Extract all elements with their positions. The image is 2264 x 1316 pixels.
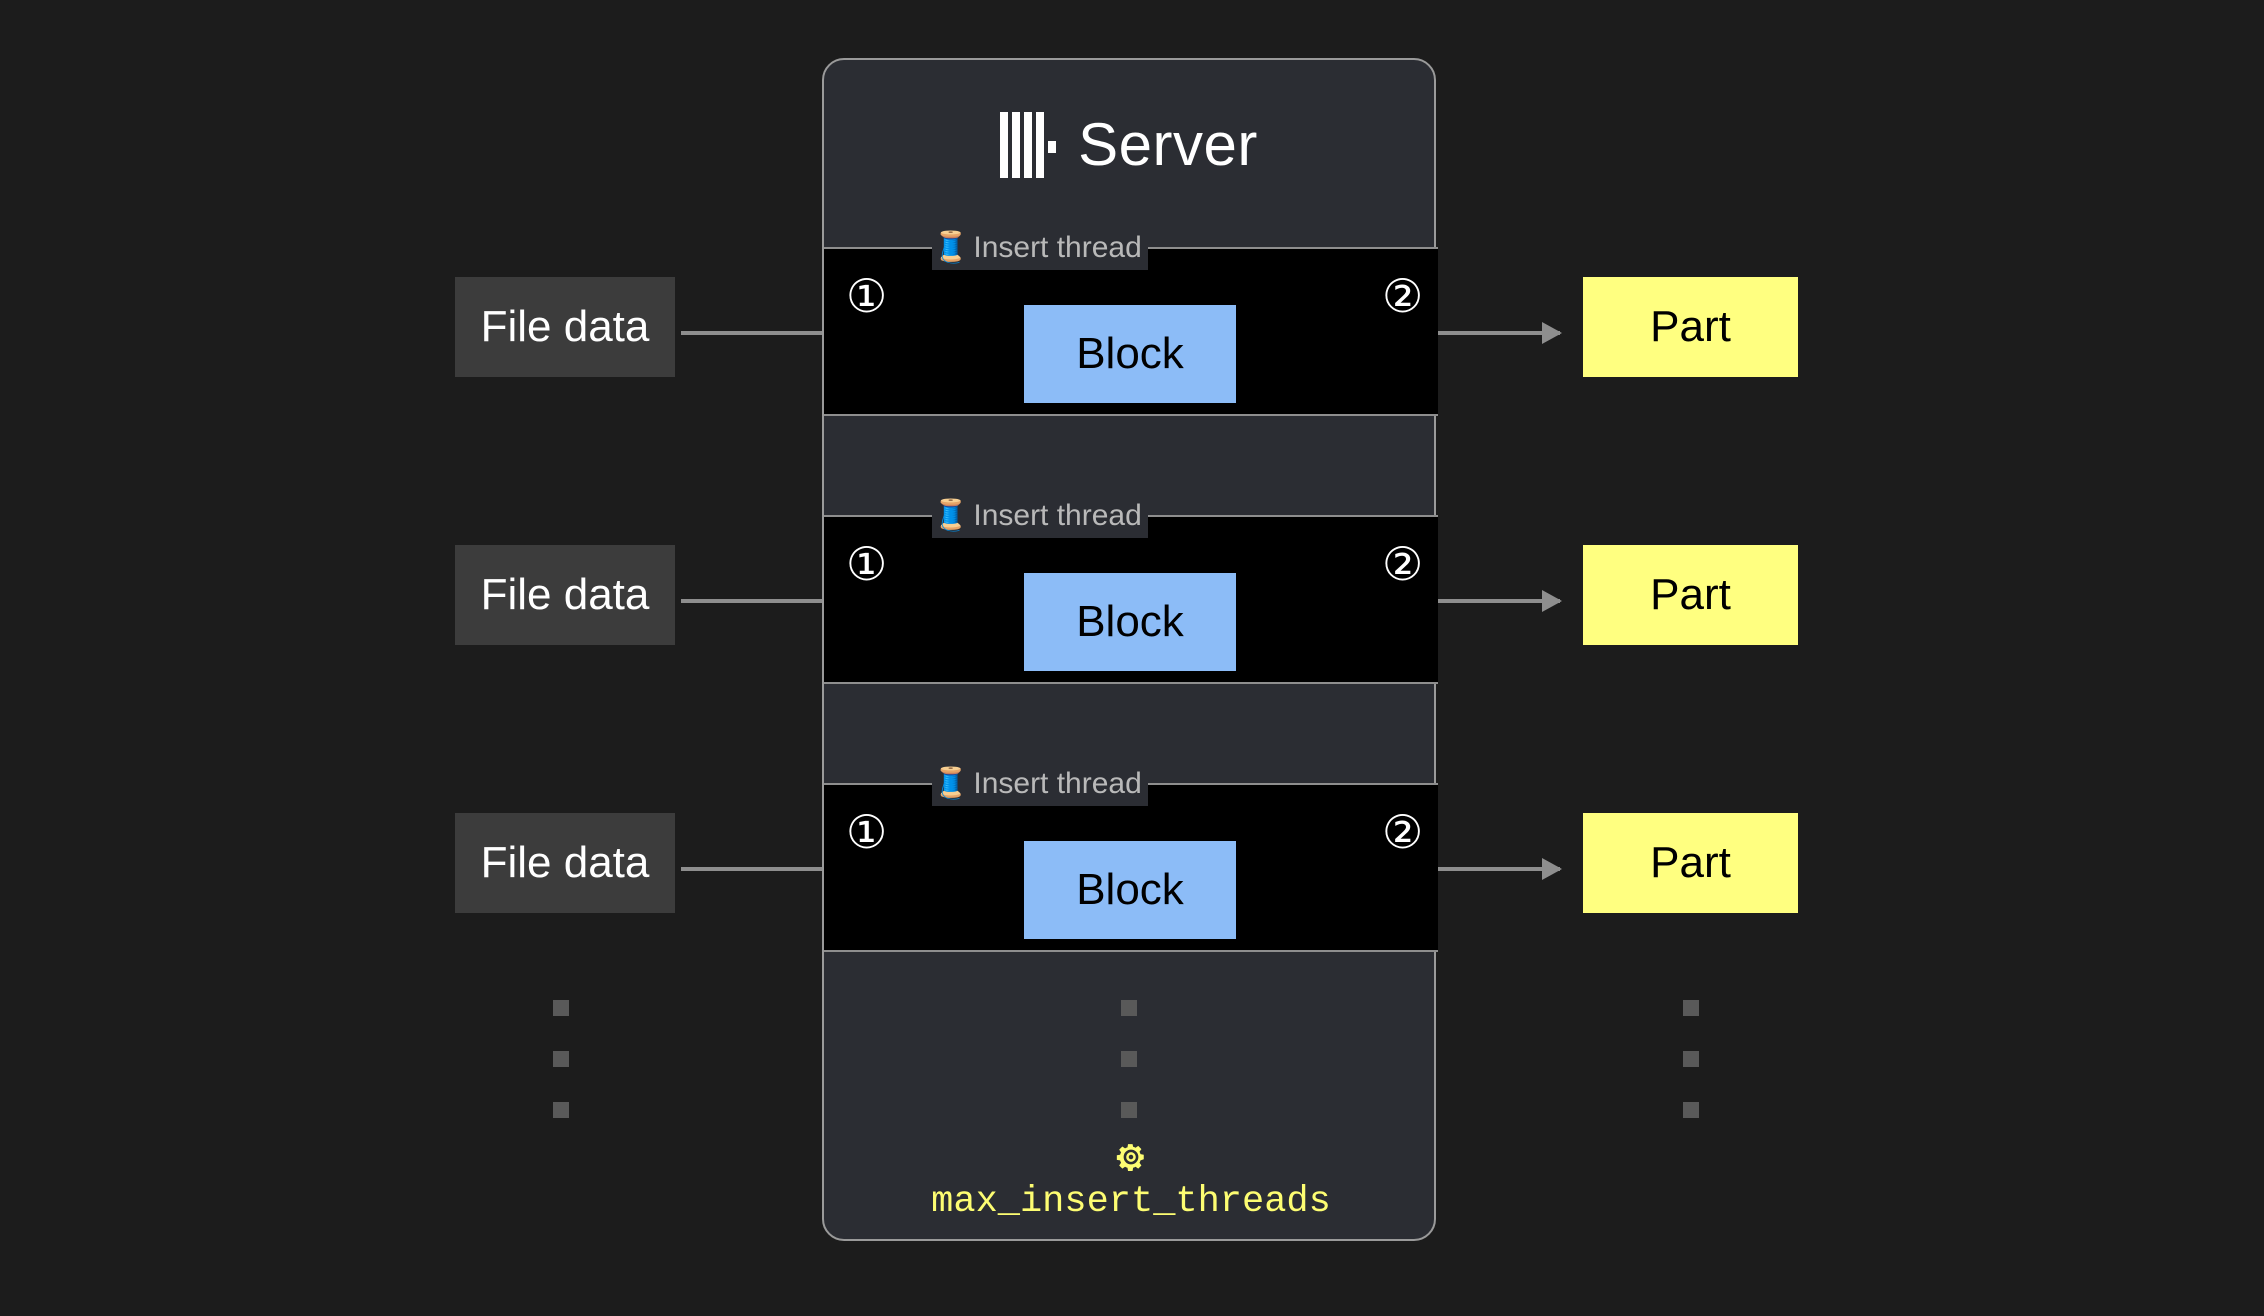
block-box-3: Block xyxy=(1024,841,1236,939)
part-label: Part xyxy=(1650,838,1731,887)
ellipsis-dots-right xyxy=(1683,1000,1699,1118)
step-marker-2-in: ① xyxy=(846,538,888,590)
ellipsis-dot xyxy=(553,1051,569,1067)
block-box-1: Block xyxy=(1024,305,1236,403)
insert-thread-legend: 🧵 Insert thread xyxy=(932,226,1148,270)
block-label: Block xyxy=(1076,865,1184,914)
part-box-2: Part xyxy=(1583,545,1798,645)
file-data-box-3: File data xyxy=(455,813,675,913)
ellipsis-dot xyxy=(1121,1102,1137,1118)
gear-icon xyxy=(1116,1144,1144,1172)
block-box-2: Block xyxy=(1024,573,1236,671)
server-panel: Server 🧵 Insert thread ① ② Block 🧵 Inser… xyxy=(822,58,1438,1241)
ellipsis-dot xyxy=(1683,1102,1699,1118)
thread-spool-icon: 🧵 xyxy=(932,767,970,800)
step-marker-1-out: ② xyxy=(1382,270,1424,322)
ellipsis-dot xyxy=(553,1000,569,1016)
server-title: Server xyxy=(824,100,1434,190)
insert-thread-label: Insert thread xyxy=(973,231,1142,264)
insert-thread-legend: 🧵 Insert thread xyxy=(932,494,1148,538)
arrow-head-icon xyxy=(1542,858,1562,880)
insert-thread-legend: 🧵 Insert thread xyxy=(932,762,1148,806)
step-marker-2-out: ② xyxy=(1382,538,1424,590)
file-data-label: File data xyxy=(480,838,650,887)
insert-thread-label: Insert thread xyxy=(973,499,1142,532)
ellipsis-dot xyxy=(553,1102,569,1118)
file-data-label: File data xyxy=(480,302,650,351)
ellipsis-dot xyxy=(1121,1000,1137,1016)
ellipsis-dot xyxy=(1121,1051,1137,1067)
insert-thread-row-2: 🧵 Insert thread ① ② Block xyxy=(824,494,1438,684)
block-label: Block xyxy=(1076,597,1184,646)
ellipsis-dot xyxy=(1683,1000,1699,1016)
thread-spool-icon: 🧵 xyxy=(932,499,970,532)
file-data-box-2: File data xyxy=(455,545,675,645)
arrow-head-icon xyxy=(1542,322,1562,344)
part-label: Part xyxy=(1650,570,1731,619)
step-marker-3-in: ① xyxy=(846,806,888,858)
insert-thread-label: Insert thread xyxy=(973,767,1142,800)
clickhouse-logo-icon xyxy=(1000,112,1057,178)
thread-spool-icon: 🧵 xyxy=(932,231,970,264)
step-marker-1-in: ① xyxy=(846,270,888,322)
ellipsis-dots-center xyxy=(1121,1000,1137,1118)
arrow-head-icon xyxy=(1542,590,1562,612)
part-box-3: Part xyxy=(1583,813,1798,913)
block-label: Block xyxy=(1076,329,1184,378)
setting-name-label: max_insert_threads xyxy=(931,1181,1331,1223)
setting-footer: max_insert_threads xyxy=(824,1140,1438,1221)
file-data-box-1: File data xyxy=(455,277,675,377)
insert-thread-row-3: 🧵 Insert thread ① ② Block xyxy=(824,762,1438,952)
part-label: Part xyxy=(1650,302,1731,351)
file-data-label: File data xyxy=(480,570,650,619)
ellipsis-dot xyxy=(1683,1051,1699,1067)
server-title-label: Server xyxy=(1078,111,1258,178)
ellipsis-dots-left xyxy=(553,1000,569,1118)
step-marker-3-out: ② xyxy=(1382,806,1424,858)
part-box-1: Part xyxy=(1583,277,1798,377)
insert-thread-row-1: 🧵 Insert thread ① ② Block xyxy=(824,226,1438,416)
